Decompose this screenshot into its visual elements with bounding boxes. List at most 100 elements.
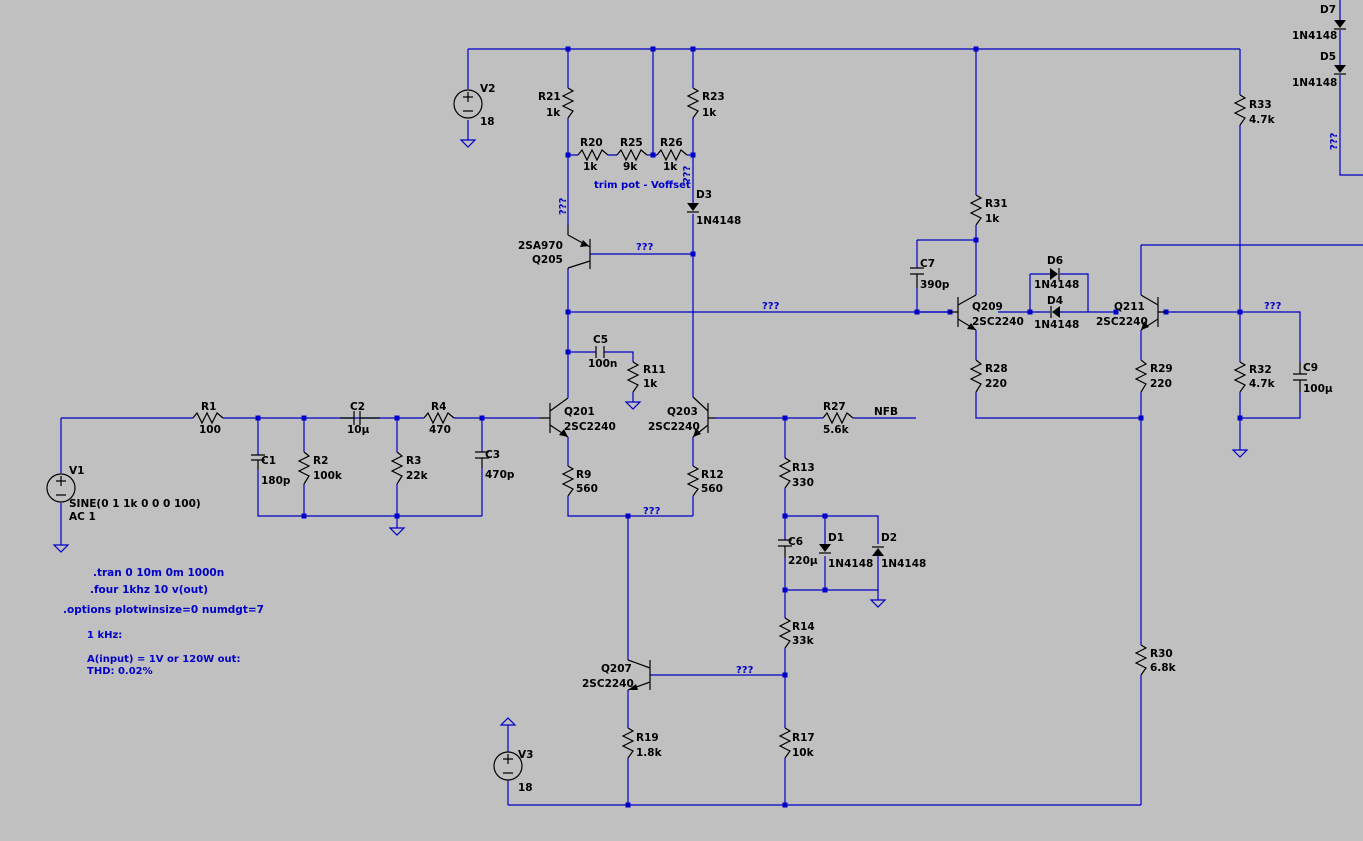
svg-text:100µ: 100µ — [1303, 383, 1333, 395]
svg-text:2SC2240: 2SC2240 — [582, 678, 634, 690]
svg-text:D3: D3 — [696, 189, 712, 201]
svg-text:2SC2240: 2SC2240 — [1096, 316, 1148, 328]
svg-text:???: ??? — [643, 506, 661, 517]
svg-text:R21: R21 — [538, 91, 561, 103]
capacitor-C5 — [595, 346, 605, 358]
svg-text:330: 330 — [792, 477, 814, 489]
svg-text:R19: R19 — [636, 732, 659, 744]
voltage-sources[interactable] — [46, 89, 523, 781]
resistor-R2 — [297, 451, 311, 485]
resistor-R17 — [778, 727, 792, 759]
svg-text:5.6k: 5.6k — [823, 424, 850, 436]
svg-text:R11: R11 — [643, 364, 666, 376]
svg-text:D6: D6 — [1047, 255, 1063, 267]
unknown-net-labels: ??? ??? ??? ??? ??? ??? ??? ??? — [558, 132, 1340, 676]
capacitors[interactable] — [251, 267, 1307, 558]
transistor-Q203 — [692, 396, 716, 438]
resistor-R25 — [616, 148, 648, 162]
svg-text:R32: R32 — [1249, 364, 1272, 376]
svg-text:???: ??? — [762, 301, 780, 312]
svg-text:4.7k: 4.7k — [1249, 378, 1276, 390]
resistors[interactable] — [192, 87, 1247, 759]
svg-text:R28: R28 — [985, 363, 1008, 375]
capacitor-C7 — [910, 267, 924, 288]
diode-D4 — [1050, 306, 1060, 318]
svg-text:4.7k: 4.7k — [1249, 114, 1276, 126]
svg-text:390p: 390p — [920, 279, 950, 291]
svg-text:R12: R12 — [701, 469, 724, 481]
svg-text:V1: V1 — [69, 465, 84, 477]
voltage-source-V3 — [493, 751, 523, 781]
svg-text:R4: R4 — [431, 401, 446, 413]
resistor-R14 — [778, 617, 792, 649]
svg-text:R1: R1 — [201, 401, 216, 413]
capacitor-C6 — [778, 539, 792, 558]
resistor-R29 — [1134, 359, 1148, 393]
svg-text:220: 220 — [985, 378, 1007, 390]
svg-text:10µ: 10µ — [347, 424, 370, 436]
svg-text:560: 560 — [701, 483, 723, 495]
svg-text:1N4148: 1N4148 — [696, 215, 741, 227]
svg-text:1N4148: 1N4148 — [1034, 319, 1079, 331]
svg-text:C2: C2 — [350, 401, 365, 413]
svg-text:R9: R9 — [576, 469, 591, 481]
svg-text:22k: 22k — [406, 470, 429, 482]
voltage-source-V1 — [46, 473, 76, 503]
svg-text:1.8k: 1.8k — [636, 747, 663, 759]
svg-text:AC 1: AC 1 — [69, 511, 96, 523]
resistor-R1 — [192, 411, 224, 425]
ground-symbols — [52, 139, 1249, 726]
svg-text:100n: 100n — [588, 358, 617, 370]
svg-text:C5: C5 — [593, 334, 608, 346]
svg-text:C7: C7 — [920, 258, 935, 270]
svg-text:R2: R2 — [313, 455, 328, 467]
svg-text:Q207: Q207 — [601, 663, 632, 675]
svg-text:R25: R25 — [620, 137, 643, 149]
trim-pot-note: trim pot - Voffset — [594, 180, 691, 191]
svg-text:R31: R31 — [985, 198, 1008, 210]
diode-D2 — [872, 546, 884, 556]
svg-text:33k: 33k — [792, 635, 815, 647]
diode-D3 — [687, 197, 699, 213]
svg-text:SINE(0 1 1k 0 0 0 100): SINE(0 1 1k 0 0 0 100) — [69, 498, 201, 510]
svg-text:1N4148: 1N4148 — [1292, 30, 1337, 42]
svg-text:D2: D2 — [881, 532, 897, 544]
svg-text:1k: 1k — [546, 107, 561, 119]
svg-text:R3: R3 — [406, 455, 421, 467]
comments: 1 kHz: A(input) = 1V or 120W out: THD: 0… — [87, 630, 240, 677]
svg-text:Q211: Q211 — [1114, 301, 1145, 313]
svg-text:220: 220 — [1150, 378, 1172, 390]
resistor-R21 — [561, 87, 575, 119]
svg-text:R33: R33 — [1249, 99, 1272, 111]
svg-text:R30: R30 — [1150, 648, 1173, 660]
svg-text:.options plotwinsize=0 numdgt=: .options plotwinsize=0 numdgt=7 — [63, 604, 264, 616]
svg-text:100k: 100k — [313, 470, 343, 482]
svg-text:C3: C3 — [485, 449, 500, 461]
svg-text:1k: 1k — [663, 161, 678, 173]
diode-D6 — [1050, 268, 1060, 280]
resistor-R28 — [969, 359, 983, 393]
resistor-R3 — [390, 451, 404, 485]
diodes[interactable] — [687, 20, 1346, 556]
resistor-R11 — [626, 361, 640, 393]
resistor-R4 — [423, 411, 455, 425]
svg-text:Q209: Q209 — [972, 301, 1003, 313]
transistor-Q209 — [950, 294, 977, 331]
svg-text:D5: D5 — [1320, 51, 1336, 63]
svg-text:1 kHz:: 1 kHz: — [87, 630, 122, 641]
transistors[interactable] — [540, 225, 1166, 691]
svg-text:???: ??? — [636, 242, 654, 253]
svg-text:V3: V3 — [518, 749, 533, 761]
svg-text:.four 1khz 10 v(out): .four 1khz 10 v(out) — [90, 584, 208, 596]
svg-text:C1: C1 — [261, 455, 276, 467]
resistor-R9 — [561, 465, 575, 497]
svg-text:???: ??? — [1264, 301, 1282, 312]
svg-text:???: ??? — [682, 165, 693, 183]
svg-text:2SC2240: 2SC2240 — [972, 316, 1024, 328]
svg-text:???: ??? — [558, 197, 569, 215]
svg-text:2SC2240: 2SC2240 — [564, 421, 616, 433]
svg-text:1N4148: 1N4148 — [828, 558, 873, 570]
svg-text:C9: C9 — [1303, 362, 1318, 374]
diode-D5 — [1334, 65, 1346, 75]
